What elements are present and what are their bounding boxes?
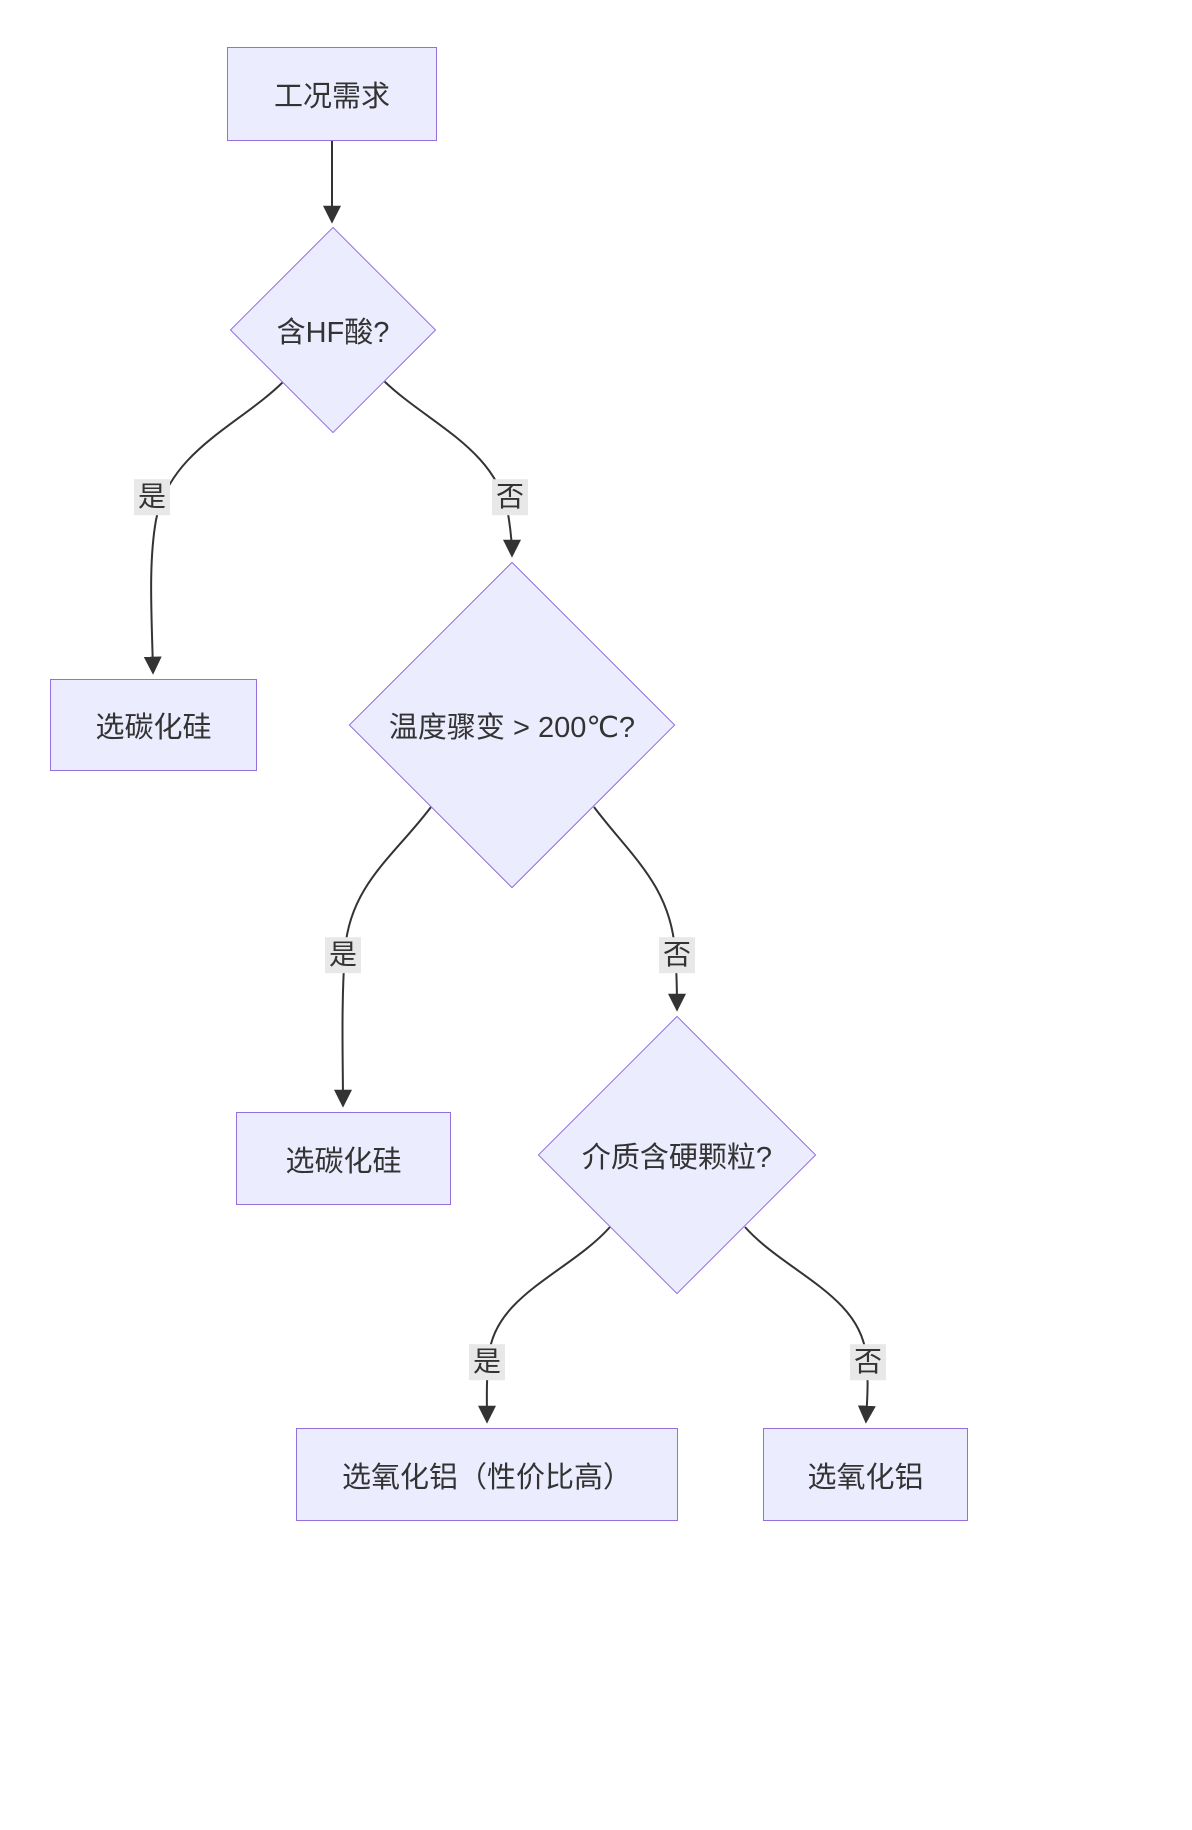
node-start: 工况需求 xyxy=(227,47,437,141)
edge-qhf-yes-to-sic1 xyxy=(143,380,285,675)
node-sic1-label: 选碳化硅 xyxy=(95,712,212,744)
node-q-particles: 介质含硬颗粒? xyxy=(537,1015,817,1295)
node-q-temp: 温度骤变 > 200℃? xyxy=(348,561,676,889)
node-q-particles-label: 介质含硬颗粒? xyxy=(581,1142,773,1174)
edge-qparticles-yes-to-alumina-value xyxy=(477,1226,611,1424)
edge-label-yes-3: 是 xyxy=(468,1344,506,1380)
edge-label-no-2: 否 xyxy=(658,937,696,973)
node-alumina: 选氧化铝 xyxy=(763,1428,968,1521)
edge-qtemp-no-to-qparticles xyxy=(593,806,686,1012)
edge-label-yes-2: 是 xyxy=(324,937,362,973)
node-q-hf: 含HF酸? xyxy=(229,226,437,434)
node-q-temp-label: 温度骤变 > 200℃? xyxy=(388,712,636,744)
edge-label-no-1: 否 xyxy=(491,479,529,515)
node-start-label: 工况需求 xyxy=(273,81,390,113)
edge-label-no-3: 否 xyxy=(849,1344,887,1380)
node-sic2-label: 选碳化硅 xyxy=(285,1145,402,1178)
edge-qparticles-no-to-alumina xyxy=(744,1226,876,1424)
edge-label-yes-1: 是 xyxy=(133,479,171,515)
node-alumina-value: 选氧化铝（性价比高） xyxy=(296,1428,678,1521)
node-sic2: 选碳化硅 xyxy=(236,1112,451,1205)
node-sic1: 选碳化硅 xyxy=(50,679,257,771)
node-alumina-label: 选氧化铝 xyxy=(807,1461,924,1494)
node-q-hf-label: 含HF酸? xyxy=(276,317,390,349)
node-alumina-value-label: 选氧化铝（性价比高） xyxy=(341,1461,632,1494)
